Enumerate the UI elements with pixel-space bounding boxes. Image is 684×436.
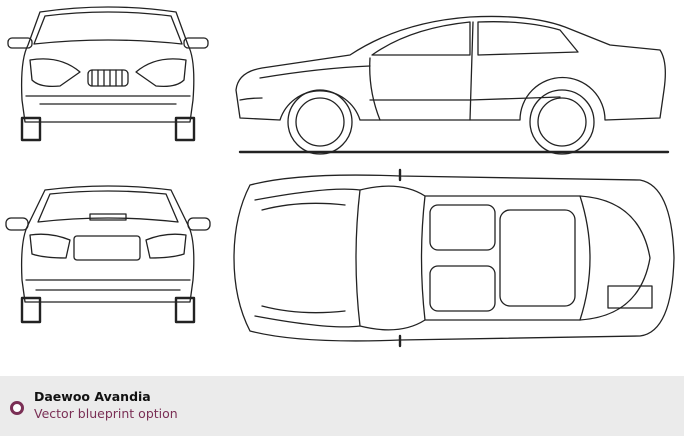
caption-subtitle: Vector blueprint option bbox=[34, 406, 178, 421]
caption-bar: Daewoo Avandia Vector blueprint option bbox=[0, 376, 684, 436]
side-view bbox=[235, 15, 670, 155]
top-view bbox=[233, 168, 675, 348]
front-view bbox=[7, 6, 209, 142]
rear-view bbox=[5, 185, 211, 324]
caption-title: Daewoo Avandia bbox=[34, 389, 151, 404]
ring-bullet-icon bbox=[10, 401, 24, 415]
car-blueprint-drawing bbox=[5, 6, 675, 348]
